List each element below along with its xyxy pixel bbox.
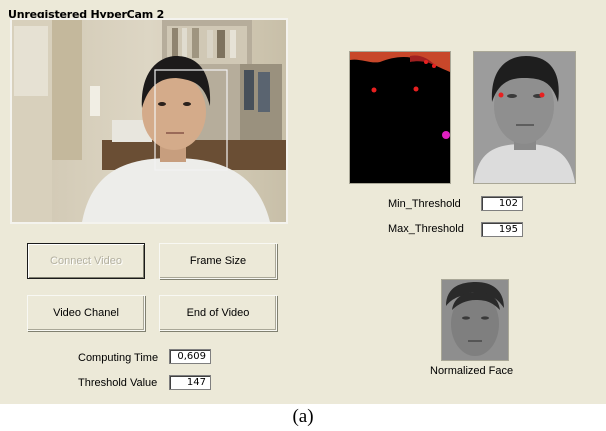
computing-time-label: Computing Time xyxy=(78,352,159,364)
app-window: Unregistered HyperCam 2 xyxy=(0,0,606,404)
threshold-value-label: Threshold Value xyxy=(78,377,158,389)
computing-time-field[interactable]: 0,609 xyxy=(169,349,211,364)
video-preview xyxy=(10,18,288,224)
face-image xyxy=(473,51,576,184)
normalized-face-label: Normalized Face xyxy=(430,365,514,377)
min-threshold-field[interactable]: 102 xyxy=(481,196,523,211)
figure-caption: (a) xyxy=(292,406,314,427)
frame-size-button[interactable]: Frame Size xyxy=(159,243,277,279)
max-threshold-field[interactable]: 195 xyxy=(481,222,523,237)
threshold-image xyxy=(349,51,451,184)
video-image xyxy=(12,20,286,222)
watermark-text: Unregistered HyperCam 2 xyxy=(8,8,165,21)
end-of-video-button[interactable]: End of Video xyxy=(159,295,277,331)
min-threshold-label: Min_Threshold xyxy=(388,198,461,210)
max-threshold-label: Max_Threshold xyxy=(388,223,464,235)
connect-video-button[interactable]: Connect Video xyxy=(27,243,145,279)
video-channel-button[interactable]: Video Chanel xyxy=(27,295,145,331)
normalized-face-image xyxy=(441,279,509,361)
threshold-value-field[interactable]: 147 xyxy=(169,375,211,390)
